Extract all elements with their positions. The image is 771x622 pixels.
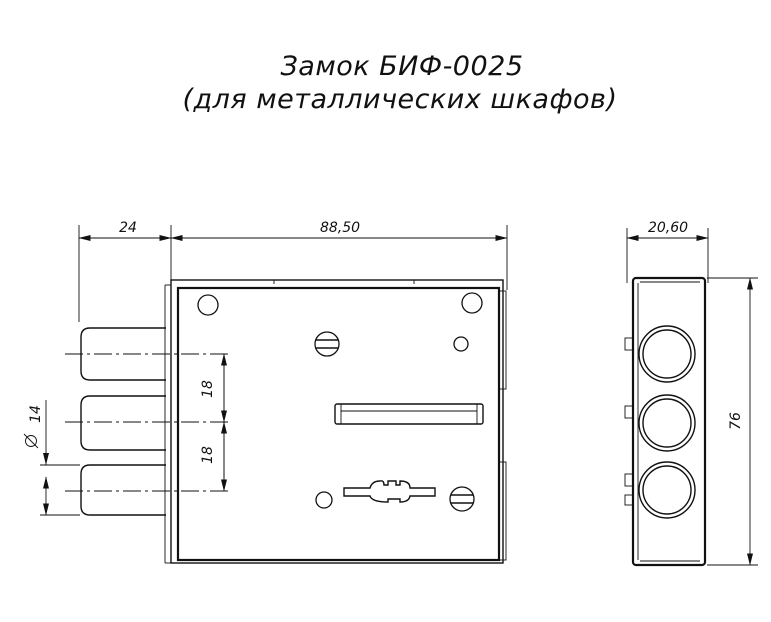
bolt-end-bottom bbox=[638, 461, 696, 519]
side-body bbox=[631, 276, 707, 567]
drawing-title: Замок БИФ-0025 bbox=[280, 51, 523, 82]
bolt-end-middle bbox=[638, 394, 696, 452]
small-hole-bottom-left bbox=[315, 491, 333, 509]
keyhole bbox=[343, 480, 436, 503]
screw-top bbox=[314, 331, 340, 357]
dim-bolt-pitch-lower: 18 bbox=[200, 446, 216, 464]
dim-bolt-diameter: 14 bbox=[28, 405, 44, 423]
side-view: 20,60 76 bbox=[624, 220, 758, 567]
right-strip bbox=[498, 290, 507, 390]
dim-body-width: 88,50 bbox=[320, 220, 360, 236]
dim-bolt-pitch-upper: 18 bbox=[200, 380, 216, 398]
small-hole-right bbox=[453, 336, 469, 352]
front-view: 24 88,50 18 18 14 bbox=[23, 220, 508, 564]
bolt-end-top bbox=[638, 325, 696, 383]
mount-hole-top-right bbox=[461, 292, 483, 314]
bolt-middle bbox=[80, 395, 166, 451]
center-slot bbox=[334, 403, 484, 425]
screw-bottom bbox=[449, 486, 475, 512]
diameter-symbol bbox=[23, 433, 39, 449]
drawing-subtitle: (для металлических шкафов) bbox=[182, 84, 617, 115]
bolt-bottom bbox=[80, 464, 166, 516]
dim-side-depth: 20,60 bbox=[648, 220, 688, 236]
mount-hole-top-left bbox=[197, 294, 219, 316]
dim-bolt-projection: 24 bbox=[119, 220, 137, 236]
front-plate bbox=[176, 286, 501, 562]
dim-height: 76 bbox=[728, 412, 744, 430]
back-plate bbox=[170, 279, 504, 564]
